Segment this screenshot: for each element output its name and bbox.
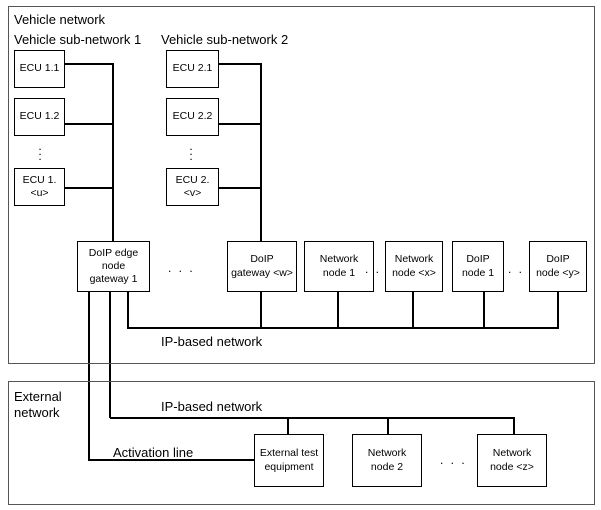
network-node-1-box: Network node 1 bbox=[304, 241, 374, 292]
gateway-row-ellipsis-2: . . . bbox=[365, 262, 392, 276]
network-node-z-box: Network node <z> bbox=[477, 434, 547, 487]
network-node-2-box: Network node 2 bbox=[352, 434, 422, 487]
doip-node-1-box: DoIP node 1 bbox=[452, 241, 504, 292]
ecu-1-u-box: ECU 1.<u> bbox=[14, 168, 65, 206]
ecu-1-1-box: ECU 1.1 bbox=[14, 50, 65, 88]
doip-edge-gateway-box: DoIP edge node gateway 1 bbox=[77, 241, 150, 292]
doip-gateway-w-box: DoIP gateway <w> bbox=[227, 241, 297, 292]
external-row-ellipsis: . . . bbox=[440, 453, 467, 467]
doip-node-y-box: DoIP node <y> bbox=[529, 241, 587, 292]
gateway-row-ellipsis-1: . . . bbox=[168, 261, 195, 275]
external-test-equipment-box: External test equipment bbox=[254, 434, 324, 487]
activation-line-label: Activation line bbox=[113, 445, 194, 460]
vehicle-ip-network-label: IP-based network bbox=[161, 334, 263, 349]
vehicle-network-title: Vehicle network bbox=[14, 12, 106, 27]
ecu-1-2-box: ECU 1.2 bbox=[14, 98, 65, 136]
vehicle-network-frame bbox=[8, 6, 595, 364]
external-ip-network-label: IP-based network bbox=[161, 399, 263, 414]
subnet1-vertical-ellipsis: . . . bbox=[38, 139, 42, 163]
ecu-2-1-box: ECU 2.1 bbox=[166, 50, 219, 88]
external-network-frame bbox=[8, 381, 595, 505]
subnet2-title: Vehicle sub-network 2 bbox=[161, 32, 289, 47]
external-network-title: External network bbox=[14, 389, 62, 420]
network-node-x-box: Network node <x> bbox=[385, 241, 443, 292]
ecu-2-2-box: ECU 2.2 bbox=[166, 98, 219, 136]
subnet1-title: Vehicle sub-network 1 bbox=[14, 32, 142, 47]
gateway-row-ellipsis-3: . . . bbox=[508, 262, 535, 276]
ecu-2-v-box: ECU 2.<v> bbox=[166, 168, 219, 206]
subnet2-vertical-ellipsis: . . . bbox=[189, 139, 193, 163]
